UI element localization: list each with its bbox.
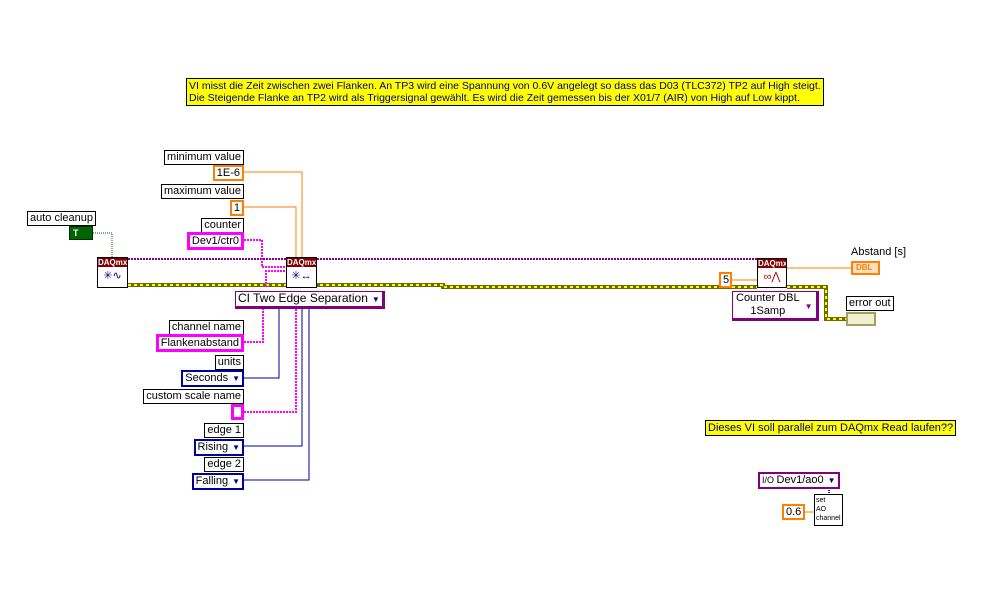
read-type-line: 1Samp [750,305,786,317]
maximum-value-constant[interactable]: 1 [229,200,244,216]
ao-channel-constant[interactable]: I/O Dev1/ao0 [758,472,840,489]
edge1-enum[interactable]: Rising [193,439,244,456]
set-ao-channel-node[interactable]: set AO channel [814,494,843,526]
max-wire [244,206,297,257]
units-label: units [214,355,244,370]
timeout-constant[interactable]: 5 [719,272,732,288]
channel-type-selector[interactable]: CI Two Edge Separation [235,291,385,309]
parallel-comment: Dieses VI soll parallel zum DAQmx Read l… [705,420,957,436]
units-enum[interactable]: Seconds [181,370,244,387]
channel-name-wire [244,308,264,343]
counter-label: counter [201,218,244,233]
edge1-label: edge 1 [204,423,244,438]
daqmx-create-channel-node[interactable]: DAQmx ✳↔ [286,257,317,288]
channel-name-constant[interactable]: Flankenabstand [155,334,244,352]
ao-value-constant[interactable]: 0.6 [782,504,805,520]
minimum-value-label: minimum value [164,150,244,165]
units-value: Seconds [185,372,229,384]
daqmx-read-node[interactable]: DAQmx ∞⋀ [757,258,787,288]
create-channel-icon: ✳↔ [291,270,312,282]
edge2-enum[interactable]: Falling [191,473,244,490]
auto-cleanup-wire [93,232,113,257]
read-type-selector[interactable]: Counter DBL 1Samp ▼ [732,291,819,321]
indicator-type: DBL [856,263,873,272]
read-glasses-icon: ∞⋀ [763,271,781,283]
io-name-icon: I/O [762,475,777,485]
error-out-label: error out [846,296,894,311]
maximum-value-label: maximum value [160,184,244,199]
scale-name-wire [244,308,297,413]
comment-line: Die Steigende Flanke an TP2 wird als Tri… [189,92,800,104]
custom-scale-name-label: custom scale name [143,389,244,404]
minimum-value-constant[interactable]: 1E-6 [212,165,244,181]
bool-value: T [73,228,79,238]
node-header: DAQmx [98,258,127,267]
edge1-value: Rising [197,441,229,453]
node-header: DAQmx [287,258,316,267]
node-text: set [816,497,826,504]
auto-cleanup-label: auto cleanup [27,211,96,226]
abstand-indicator[interactable]: DBL [851,261,880,275]
read-type-line: Counter DBL [736,292,800,304]
counter-constant[interactable]: Dev1/ctr0 [186,232,244,250]
comment-line: VI misst die Zeit zwischen zwei Flanken.… [189,80,821,92]
min-wire [244,171,303,257]
abstand-label: Abstand [s] [851,246,907,258]
edge2-wire [244,308,310,481]
edge2-value: Falling [195,475,229,487]
edge1-wire [244,308,303,447]
node-text: AO [816,506,827,513]
custom-scale-name-constant[interactable] [231,404,244,420]
node-header: DAQmx [758,259,786,268]
dropdown-arrow-icon: ▼ [804,302,813,311]
edge2-label: edge 2 [204,457,244,472]
start-task-icon: ✳∿ [103,270,122,282]
ao-channel-value: Dev1/ao0 [776,474,824,486]
daqmx-start-node[interactable]: DAQmx ✳∿ [97,257,128,288]
description-comment: VI misst die Zeit zwischen zwei Flanken.… [186,78,824,106]
channel-name-label: channel name [168,320,244,335]
counter-wire [244,239,286,268]
node-text: channel [816,515,841,522]
units-wire [244,308,280,379]
error-out-indicator[interactable] [846,312,876,326]
channel-type-value: CI Two Edge Separation [238,291,368,305]
auto-cleanup-constant[interactable]: T [69,226,93,240]
